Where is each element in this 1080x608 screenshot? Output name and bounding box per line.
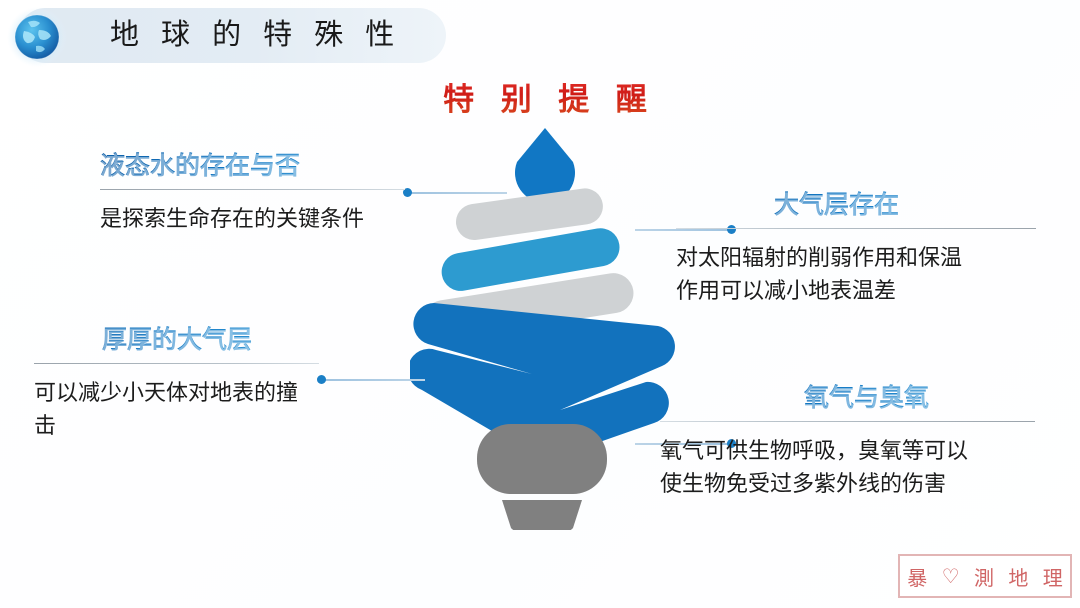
watermark-char-5: 理 [1042,565,1063,590]
title-pill [18,8,446,63]
info-block-oxygen-ozone: 氧气与臭氧 氧气可供生物呼吸，臭氧等可以 使生物免受过多紫外线的伤害 [660,378,1035,500]
water-droplet-icon [515,128,575,203]
heading-rule [100,189,405,190]
page-title: 地 球 的 特 殊 性 [110,19,402,51]
watermark-char-4: 地 [1008,565,1029,590]
connector-dot-liquid-water [403,188,412,197]
info-block-liquid-water: 液态水的存在与否 是探索生命存在的关键条件 [100,146,405,236]
watermark-char-1: 暴 [907,565,928,590]
heading-rule [34,363,319,364]
info-body: 是探索生命存在的关键条件 [100,206,365,231]
info-body: 对太阳辐射的削弱作用和保温 作用可以减小地表温差 [676,245,963,303]
connector-dot-oxygen-ozone [727,439,736,448]
connector-line-oxygen-ozone [635,443,731,445]
connector-line-thick-atmosphere [325,379,425,381]
info-heading: 液态水的存在与否 [100,146,405,182]
lightbulb-icon [410,128,675,530]
info-body: 可以减少小天体对地表的撞击 [34,380,299,438]
info-heading: 氧气与臭氧 [660,378,1035,414]
heading-rule [660,421,1035,422]
info-body: 氧气可供生物呼吸，臭氧等可以 使生物免受过多紫外线的伤害 [660,438,969,496]
connector-line-atmosphere-exists [635,229,731,231]
info-block-atmosphere-exists: 大气层存在 对太阳辐射的削弱作用和保温 作用可以减小地表温差 [676,185,1036,307]
info-heading: 大气层存在 [676,185,1036,221]
connector-line-liquid-water [411,192,507,194]
heading-rule [676,228,1036,229]
info-block-thick-atmosphere: 厚厚的大气层 可以减少小天体对地表的撞击 [34,320,319,442]
globe-icon [7,7,67,67]
watermark-char-3: 測 [973,565,994,590]
watermark-logo: 暴 ♡ 測 地 理 [898,554,1072,598]
info-heading: 厚厚的大气层 [34,320,319,356]
connector-dot-thick-atmosphere [317,375,326,384]
center-heading: 特 别 提 醒 [420,74,670,119]
connector-dot-atmosphere-exists [727,225,736,234]
watermark-char-2: ♡ [941,564,960,588]
